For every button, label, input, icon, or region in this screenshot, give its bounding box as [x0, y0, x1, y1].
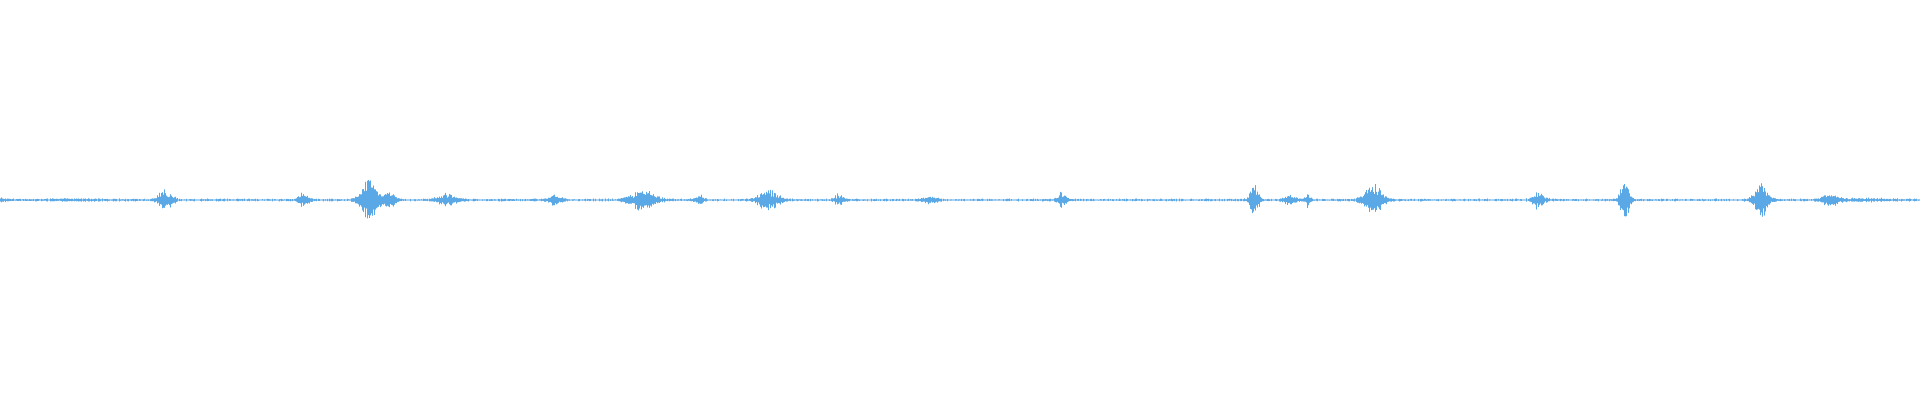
waveform-samples: [0, 180, 1920, 219]
waveform-peaks: [0, 180, 1920, 219]
